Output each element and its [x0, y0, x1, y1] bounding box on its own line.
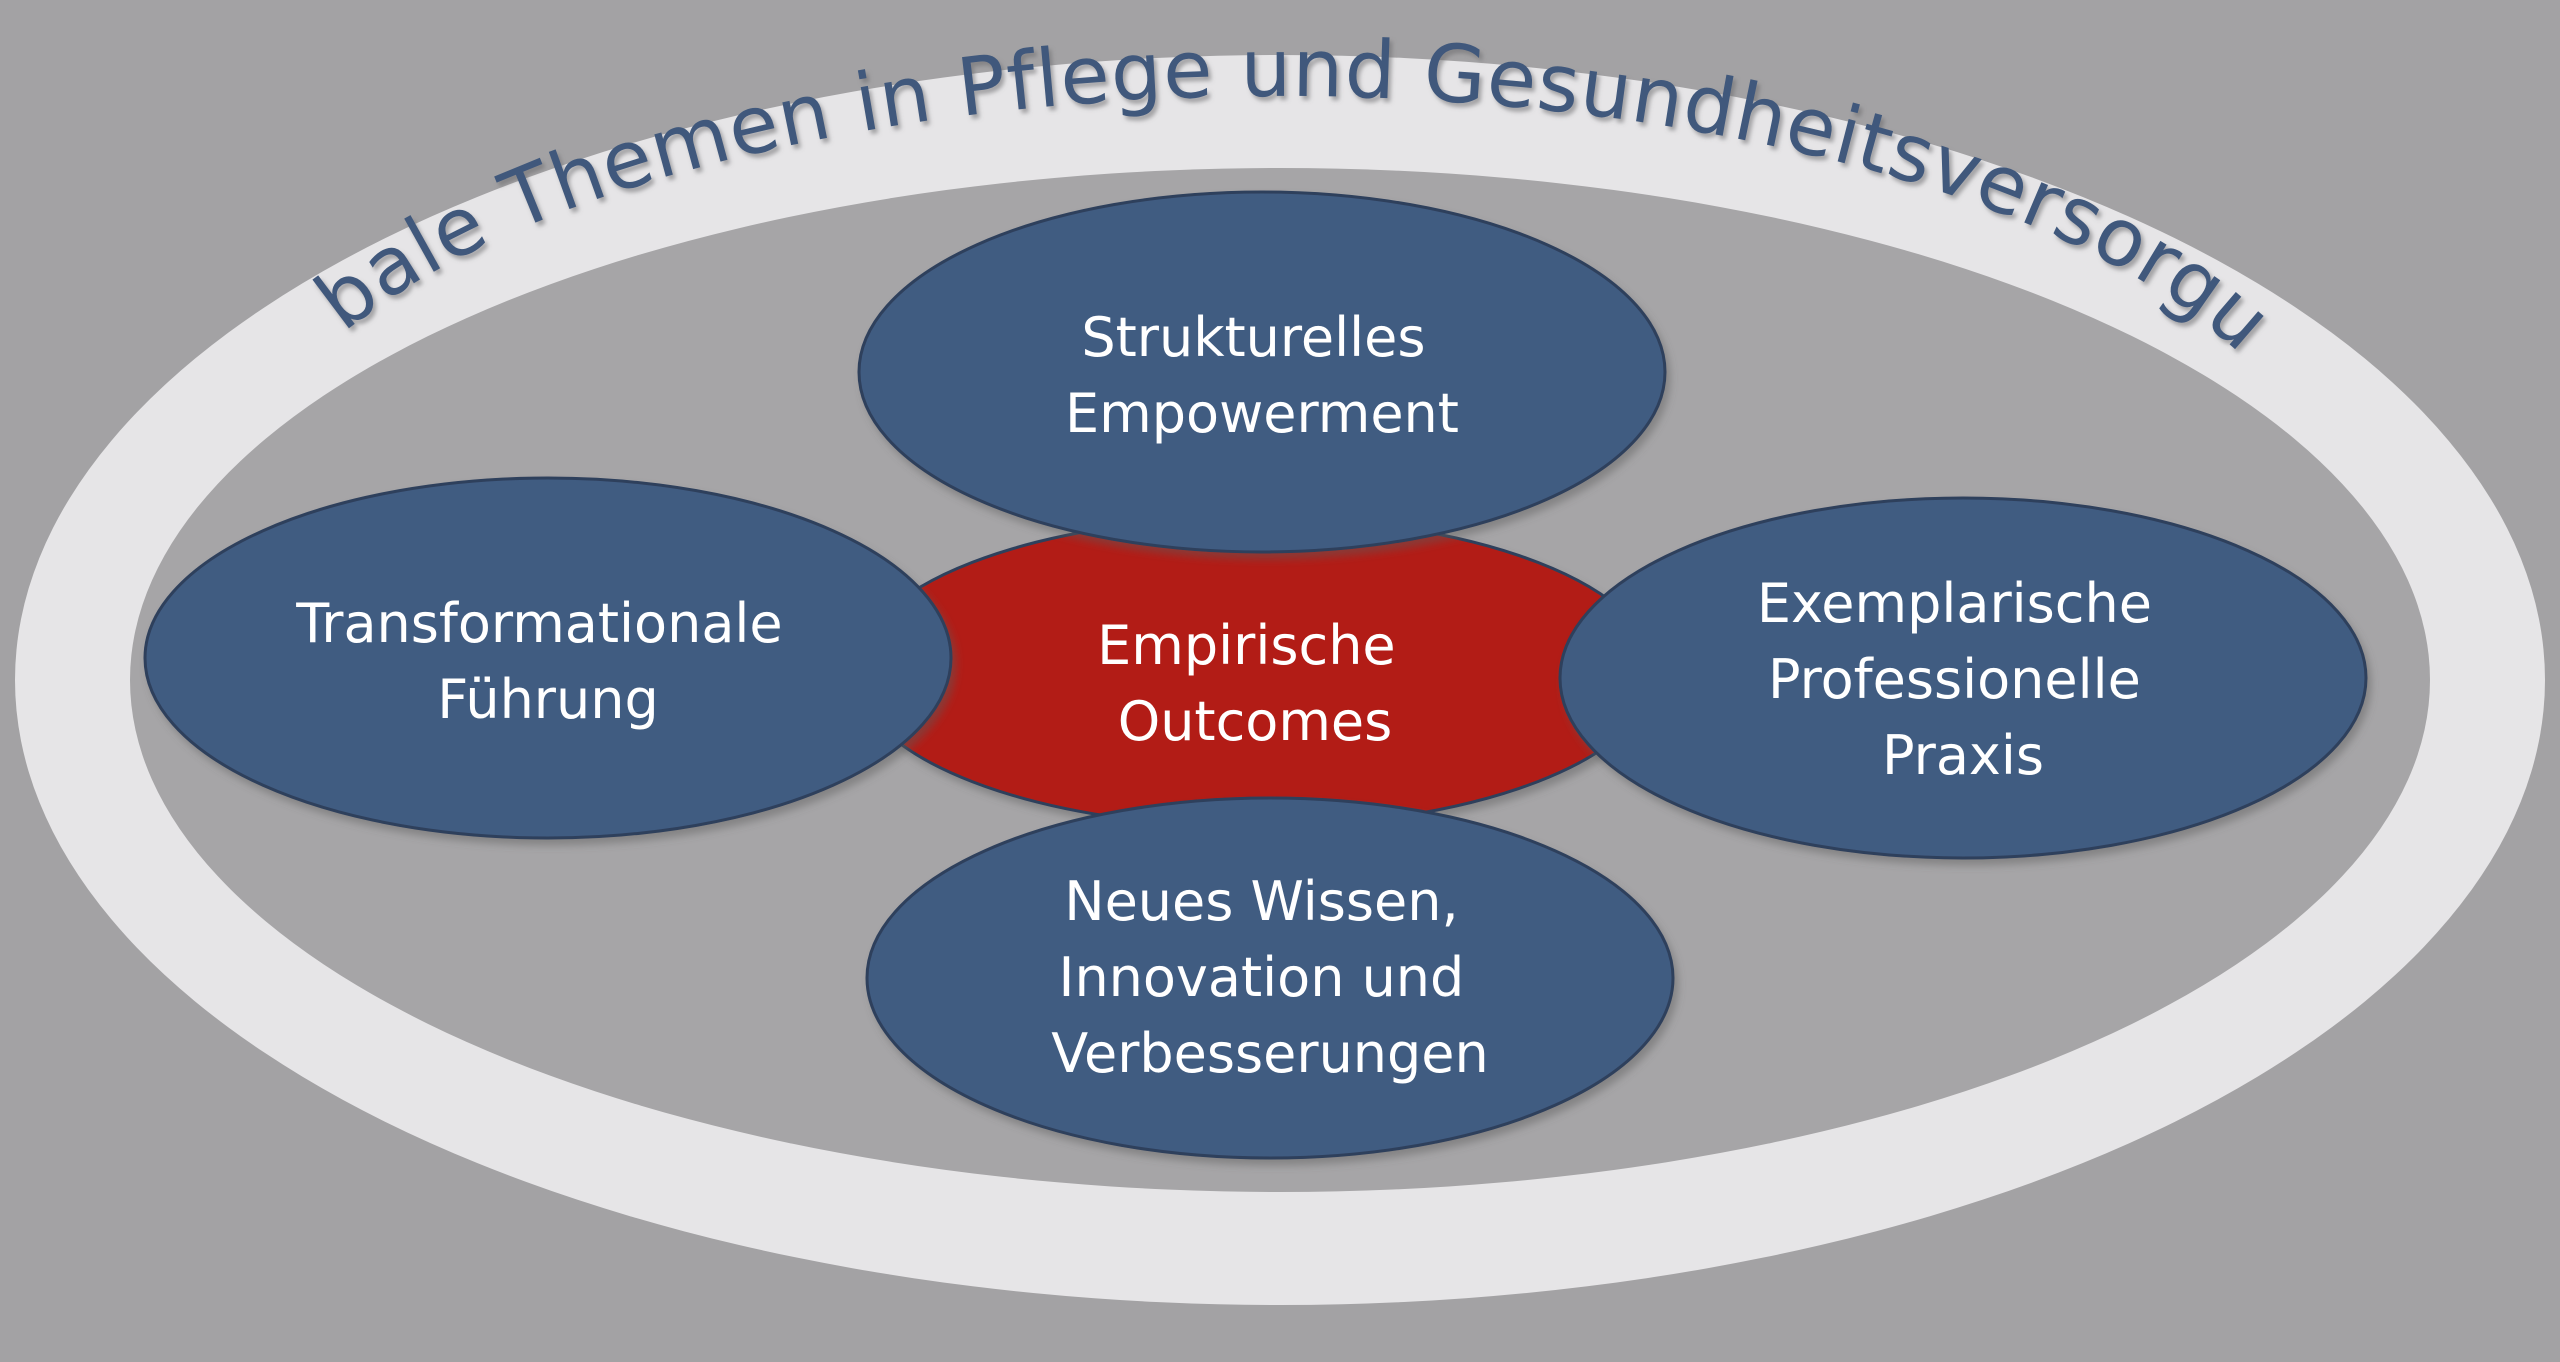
node-top-label: Strukturelles Empowerment — [1065, 306, 1459, 445]
node-center-label: Empirische Outcomes — [1097, 614, 1413, 753]
node-left-line-2: Führung — [437, 668, 658, 731]
node-top-shape — [857, 190, 1667, 554]
node-bottom-shape — [865, 796, 1675, 1160]
node-right-shape — [1558, 496, 2368, 860]
node-right-line-3: Praxis — [1882, 724, 2044, 787]
node-top-line-1: Strukturelles — [1081, 306, 1425, 369]
node-left-line-1: Transformationale — [295, 592, 782, 655]
node-center-line-1: Empirische — [1097, 614, 1395, 677]
node-exemplarische-professionelle-praxis — [1558, 496, 2368, 860]
node-bottom-line-1: Neues Wissen, — [1064, 870, 1458, 933]
node-neues-wissen — [865, 796, 1675, 1160]
node-bottom-label: Neues Wissen, Innovation und Verbesserun… — [1051, 870, 1489, 1085]
node-bottom-line-2: Innovation und — [1059, 946, 1465, 1009]
node-transformationale-fuehrung — [143, 476, 953, 840]
node-left-shape — [143, 476, 953, 840]
node-strukturelles-empowerment — [857, 190, 1667, 554]
node-right-line-1: Exemplarische — [1757, 572, 2152, 635]
node-bottom-line-3: Verbesserungen — [1051, 1022, 1489, 1085]
node-right-label: Exemplarische Professionelle Praxis — [1757, 572, 2169, 787]
node-top-line-2: Empowerment — [1065, 382, 1459, 445]
node-left-label: Transformationale Führung — [295, 592, 800, 731]
node-center-line-2: Outcomes — [1118, 690, 1393, 753]
node-right-line-2: Professionelle — [1768, 648, 2141, 711]
